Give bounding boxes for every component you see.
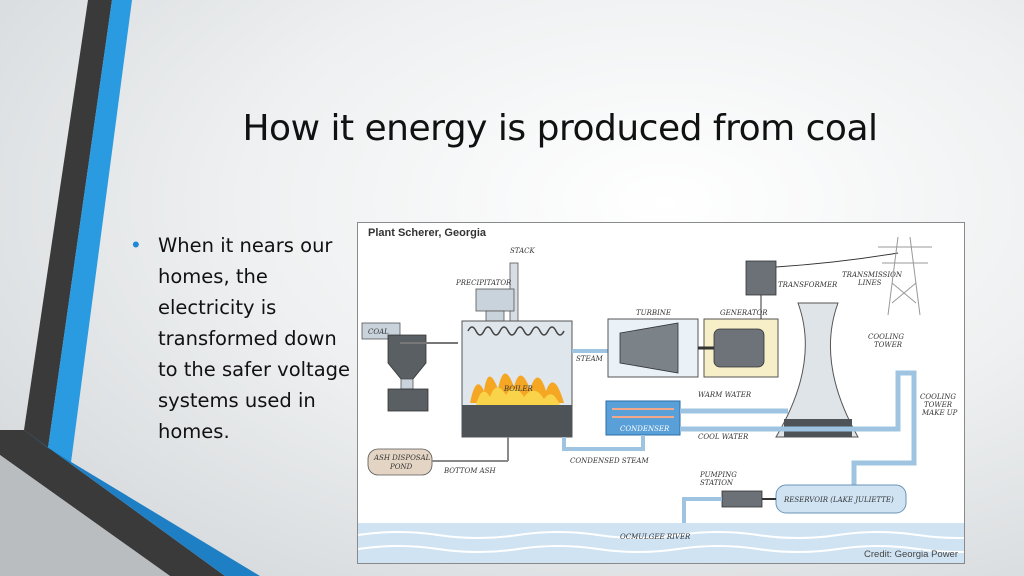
label-transformer: TRANSFORMER: [778, 281, 838, 289]
pumping-station: [721, 490, 763, 508]
label-precipitator: PRECIPITATOR: [455, 279, 512, 287]
label-reservoir: RESERVOIR (LAKE JULIETTE): [783, 496, 894, 504]
diagram-title: Plant Scherer, Georgia: [368, 227, 486, 239]
blue-stripe: [48, 0, 132, 470]
label-generator: GENERATOR: [720, 309, 768, 317]
generator: [713, 328, 765, 368]
bullet-text: When it nears our homes, the electricity…: [158, 234, 351, 443]
diagram-drawing: OCMULGEE RIVER STACK PRECIPITATOR COAL B…: [358, 236, 964, 563]
transformer: [745, 260, 777, 296]
label-stack: STACK: [510, 247, 535, 255]
label-makeup-1: COOLING: [920, 393, 956, 401]
diagram-credit: Credit: Georgia Power: [864, 549, 958, 560]
label-turbine: TURBINE: [636, 309, 671, 317]
label-ash-2: POND: [389, 463, 413, 471]
boiler-tubes: [467, 326, 565, 336]
coal-hopper: [387, 334, 427, 380]
label-coal: COAL: [368, 328, 389, 336]
label-cooling-1: COOLING: [868, 333, 904, 341]
label-cool-water: COOL WATER: [698, 433, 749, 441]
turbine: [619, 322, 679, 374]
label-warm-water: WARM WATER: [698, 391, 752, 399]
label-cooling-2: TOWER: [874, 341, 903, 349]
dark-stripe: [24, 0, 112, 448]
gray-shade: [0, 455, 170, 576]
ash-disposal-pond: [367, 448, 433, 476]
label-pumping-1: PUMPING: [699, 471, 737, 479]
river: [358, 523, 964, 563]
precipitator: [475, 288, 515, 312]
transmission-tower-icon: [878, 236, 932, 316]
boiler-coal-bed: [462, 405, 572, 437]
label-makeup-2: TOWER: [924, 401, 953, 409]
label-boiler: BOILER: [503, 385, 534, 393]
label-condenser: CONDENSER: [620, 425, 670, 433]
label-condensed-steam: CONDENSED STEAM: [570, 457, 649, 465]
label-ash-1: ASH DISPOSAL: [373, 454, 431, 462]
label-bottom-ash: BOTTOM ASH: [443, 467, 496, 475]
label-river: OCMULGEE RIVER: [620, 533, 691, 541]
label-steam: STEAM: [576, 355, 604, 363]
label-transmission-2: LINES: [857, 279, 882, 287]
label-transmission-1: TRANSMISSION: [842, 271, 903, 279]
label-pumping-2: STATION: [700, 479, 734, 487]
cooling-tower: [775, 302, 859, 438]
power-plant-diagram: OCMULGEE RIVER STACK PRECIPITATOR COAL B…: [357, 222, 965, 564]
bullet-dot-icon: •: [132, 232, 140, 257]
label-makeup-3: MAKE UP: [921, 409, 958, 417]
slide-title: How it energy is produced from coal: [242, 108, 878, 149]
dark-stripe-lower: [0, 430, 225, 576]
coal-feeder: [387, 388, 429, 412]
